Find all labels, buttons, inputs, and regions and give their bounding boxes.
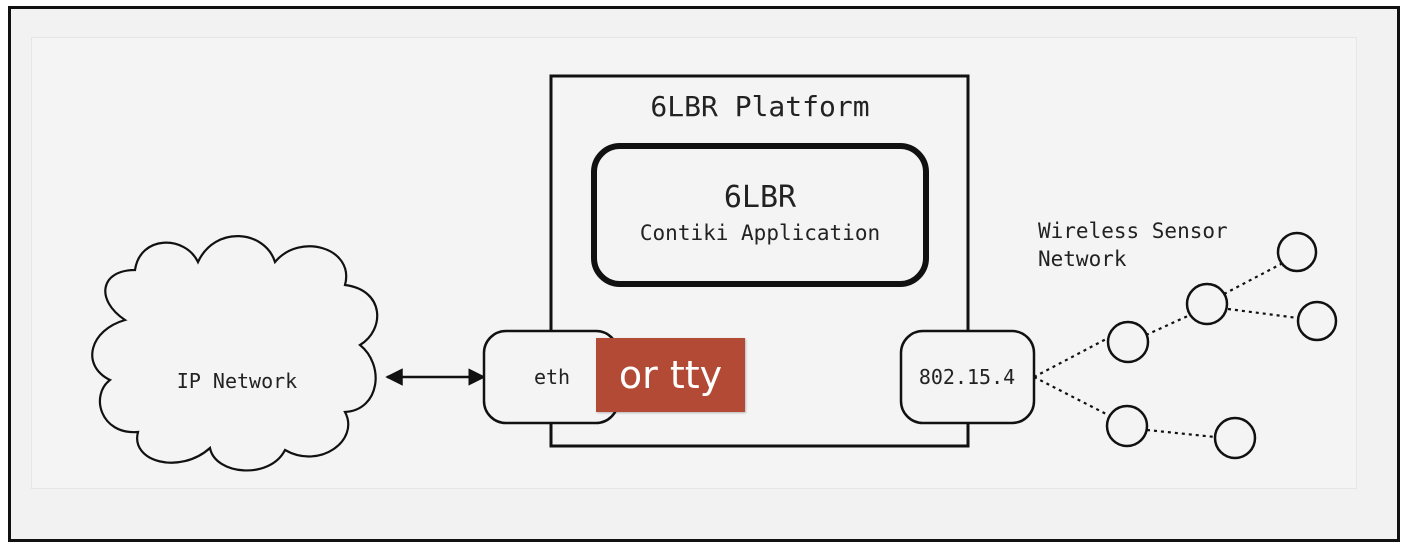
link-node2-node5 xyxy=(1227,307,1299,320)
wsn-links xyxy=(1033,263,1299,439)
link-radio-node4 xyxy=(1033,376,1111,417)
link-radio-node1 xyxy=(1033,336,1111,378)
wsn-nodes xyxy=(1105,231,1338,460)
sensor-node xyxy=(1213,416,1257,460)
radio-label: 802.15.4 xyxy=(919,365,1015,389)
sensor-node xyxy=(1276,231,1318,273)
sensor-node xyxy=(1296,300,1338,342)
link-node1-node2 xyxy=(1145,313,1191,337)
tty-overlay-label: or tty xyxy=(596,338,745,412)
application-subtitle: Contiki Application xyxy=(640,221,880,245)
sensor-node xyxy=(1105,404,1149,448)
ip-network-cloud xyxy=(91,235,379,472)
wsn-label-line2: Network xyxy=(1038,247,1127,271)
link-node2-node3 xyxy=(1223,263,1282,295)
sensor-node xyxy=(1106,320,1150,364)
wsn-label-line1: Wireless Sensor xyxy=(1038,219,1228,243)
eth-label: eth xyxy=(534,365,570,389)
application-name: 6LBR xyxy=(724,180,797,215)
sensor-node xyxy=(1185,282,1229,326)
platform-title: 6LBR Platform xyxy=(650,90,869,123)
link-node4-node6 xyxy=(1146,428,1216,439)
application-box xyxy=(591,143,929,287)
ip-network-label: IP Network xyxy=(177,369,297,393)
